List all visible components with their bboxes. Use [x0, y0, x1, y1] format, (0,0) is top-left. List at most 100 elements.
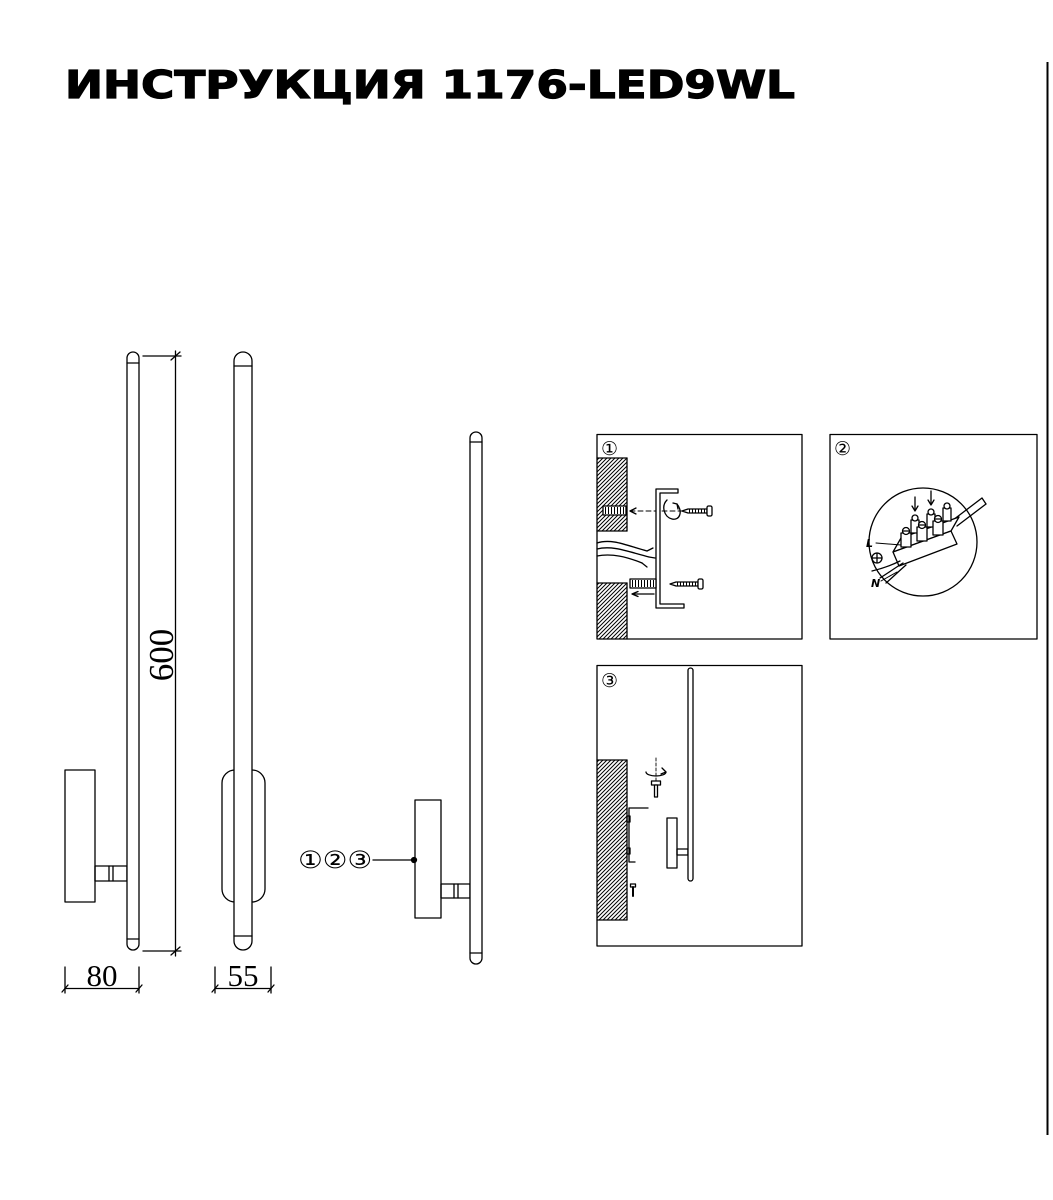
dimension-tick [267, 984, 275, 993]
neutral-wire [885, 564, 907, 584]
hatch-line [596, 867, 628, 899]
hatch-line [596, 602, 628, 634]
hatch-line [596, 473, 628, 505]
panel-frame [829, 433, 1038, 640]
lamp-wires [871, 560, 907, 584]
step-2-panel: ② [829, 433, 1038, 640]
hatch-line [596, 855, 628, 887]
hatch-line [596, 457, 608, 469]
hatch-line [596, 457, 604, 465]
hatch-line [596, 791, 628, 823]
terminal-post [942, 507, 952, 522]
panel-number: ③ [601, 670, 618, 692]
light-bar [126, 351, 140, 951]
width-dimension: 55 [211, 958, 275, 994]
terminal-block-body [892, 530, 958, 567]
panel-number: ① [601, 438, 618, 460]
hatch-line [606, 618, 628, 640]
bracket-tab [626, 815, 631, 823]
wall-hatching [596, 582, 628, 640]
hatch-line [596, 582, 628, 614]
hatch-line [596, 847, 628, 879]
mounting-bracket [628, 807, 649, 863]
cable-wire [596, 540, 648, 552]
hatch-line [596, 887, 628, 919]
hatch-line [596, 871, 628, 903]
cable-sheath-end [981, 497, 987, 505]
hatch-line [596, 839, 628, 871]
hatch-line [596, 461, 628, 493]
step-3-panel: ③ [596, 664, 803, 947]
hatch-line [596, 875, 628, 907]
ground-wire [879, 562, 904, 579]
wall-mount-box [64, 769, 96, 903]
supply-cable [596, 540, 656, 568]
hatch-line [596, 759, 608, 771]
hatch-line [596, 831, 628, 863]
hatch-line [596, 803, 628, 835]
hatch-line [596, 457, 624, 485]
hatch-line [596, 594, 628, 626]
tighten-arrow-icon [911, 496, 919, 512]
screw-icon [629, 883, 637, 897]
hatch-line [596, 787, 628, 819]
hatch-line [596, 477, 628, 509]
cable-wire [596, 547, 650, 558]
hatch-line [598, 891, 628, 921]
terminal-screw-head [927, 508, 935, 516]
hatch-line [602, 614, 628, 640]
hatch-line [614, 907, 628, 921]
hatch-line [596, 759, 624, 787]
hatch-line [618, 911, 628, 921]
depth-dimension: 80 [61, 958, 143, 994]
cable-sheath-line [956, 503, 987, 527]
cable-wire [596, 554, 643, 564]
dimension-tick [170, 351, 181, 361]
lamp-side-view [64, 351, 140, 951]
bracket-tab [626, 847, 631, 855]
drawings: 600 80 55 [61, 350, 1038, 994]
hatch-line [596, 759, 620, 783]
hatch-line [596, 807, 628, 839]
hatch-line [613, 517, 628, 532]
live-leader-line [875, 542, 902, 546]
dimension-tick [170, 946, 181, 956]
hatch-line [596, 795, 628, 827]
hatch-line [596, 771, 628, 803]
hatch-line [596, 783, 628, 815]
rotate-arrow-head [660, 767, 667, 775]
screw-head [706, 505, 713, 517]
hatch-line [596, 582, 616, 602]
insert-arrowhead [631, 590, 639, 598]
screw-head [697, 578, 704, 590]
light-bar [233, 351, 253, 951]
hatch-line [596, 851, 628, 883]
depth-value: 80 [87, 958, 118, 993]
hatch-line [596, 582, 612, 598]
wall-mount-box [666, 817, 678, 869]
lamp-front-view [221, 351, 266, 951]
wall-hatching [596, 759, 628, 921]
ground-icon [871, 552, 883, 564]
detail-magnifier-circle [868, 487, 978, 597]
hatch-line [596, 485, 628, 517]
hatch-line [596, 457, 628, 489]
dimension-tick [61, 984, 69, 993]
hatch-line [596, 457, 616, 477]
lamp-side-view [666, 667, 694, 882]
hatch-line [596, 759, 612, 775]
live-label: L [866, 537, 873, 550]
wall-plug-icon [629, 578, 657, 589]
hatch-line [617, 521, 628, 532]
light-bar [687, 667, 694, 882]
hatch-line [596, 767, 628, 799]
wall-plug-body [629, 578, 657, 589]
hatch-line [602, 895, 628, 921]
hatch-line [596, 819, 628, 851]
page-title: ИНСТРУКЦИЯ 1176-LED9WL [65, 63, 795, 107]
hatch-line [596, 763, 628, 795]
rotate-arrow-icon [663, 499, 681, 520]
hatch-line [596, 859, 628, 891]
hatch-line [596, 582, 620, 606]
